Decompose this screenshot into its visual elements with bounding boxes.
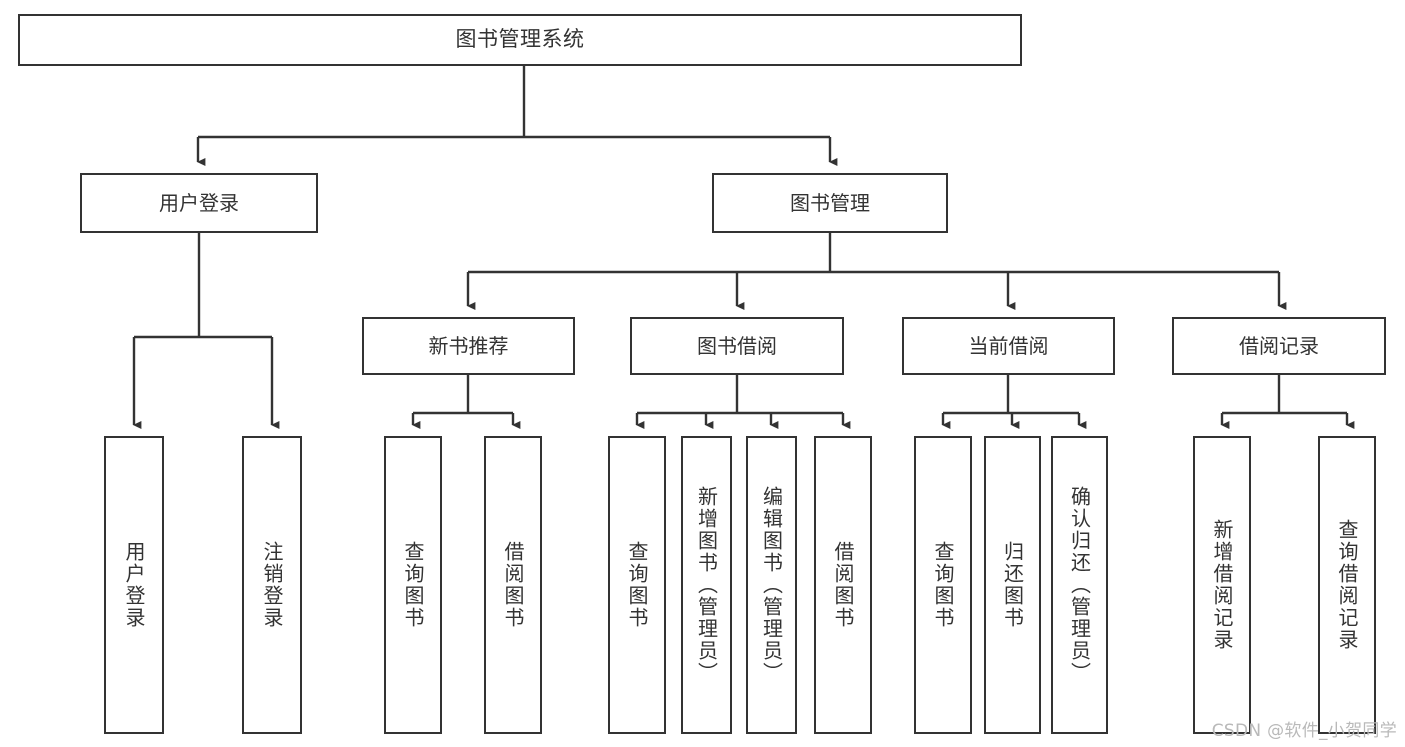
leaf-user-login[interactable]: 用户登录: [104, 436, 164, 734]
leaf-query-book-new-label: 查询图书: [401, 541, 425, 629]
leaf-borrow-book-new-label: 借阅图书: [501, 541, 525, 629]
leaf-edit-book-admin-label: 编辑图书（管理员）: [759, 486, 784, 684]
node-book-management-label: 图书管理: [790, 190, 870, 215]
leaf-edit-book-admin[interactable]: 编辑图书（管理员）: [746, 436, 797, 734]
node-borrow-record-label: 借阅记录: [1239, 333, 1319, 358]
node-new-book-recommend[interactable]: 新书推荐: [362, 317, 575, 375]
leaf-borrow-book-new[interactable]: 借阅图书: [484, 436, 542, 734]
node-book-borrow-label: 图书借阅: [697, 333, 777, 358]
leaf-query-book-borrow-label: 查询图书: [625, 541, 649, 629]
leaf-query-borrow-record[interactable]: 查询借阅记录: [1318, 436, 1376, 734]
leaf-add-book-admin[interactable]: 新增图书（管理员）: [681, 436, 732, 734]
node-book-management[interactable]: 图书管理: [712, 173, 948, 233]
leaf-confirm-return-admin-label: 确认归还（管理员）: [1067, 486, 1092, 684]
leaf-query-book-current[interactable]: 查询图书: [914, 436, 972, 734]
leaf-confirm-return-admin[interactable]: 确认归还（管理员）: [1051, 436, 1108, 734]
node-book-borrow[interactable]: 图书借阅: [630, 317, 844, 375]
leaf-add-borrow-record-label: 新增借阅记录: [1210, 519, 1234, 651]
node-new-book-recommend-label: 新书推荐: [428, 333, 509, 358]
node-user-login-label: 用户登录: [159, 190, 239, 215]
leaf-borrow-book[interactable]: 借阅图书: [814, 436, 872, 734]
leaf-query-borrow-record-label: 查询借阅记录: [1335, 519, 1359, 651]
leaf-query-book-borrow[interactable]: 查询图书: [608, 436, 666, 734]
csdn-watermark: CSDN @软件_小贺同学: [1211, 721, 1397, 741]
leaf-borrow-book-label: 借阅图书: [831, 541, 855, 629]
leaf-return-book-label: 归还图书: [1000, 541, 1025, 629]
leaf-logout-login[interactable]: 注销登录: [242, 436, 302, 734]
leaf-add-borrow-record[interactable]: 新增借阅记录: [1193, 436, 1251, 734]
node-current-borrow[interactable]: 当前借阅: [902, 317, 1115, 375]
leaf-logout-login-label: 注销登录: [260, 541, 284, 629]
node-current-borrow-label: 当前借阅: [968, 333, 1049, 358]
node-root[interactable]: 图书管理系统: [18, 14, 1022, 66]
leaf-user-login-label: 用户登录: [122, 541, 146, 629]
leaf-query-book-current-label: 查询图书: [931, 541, 955, 629]
node-borrow-record[interactable]: 借阅记录: [1172, 317, 1386, 375]
leaf-return-book[interactable]: 归还图书: [984, 436, 1041, 734]
leaf-add-book-admin-label: 新增图书（管理员）: [694, 486, 719, 684]
node-root-label: 图书管理系统: [455, 27, 585, 52]
node-user-login[interactable]: 用户登录: [80, 173, 318, 233]
leaf-query-book-new[interactable]: 查询图书: [384, 436, 442, 734]
